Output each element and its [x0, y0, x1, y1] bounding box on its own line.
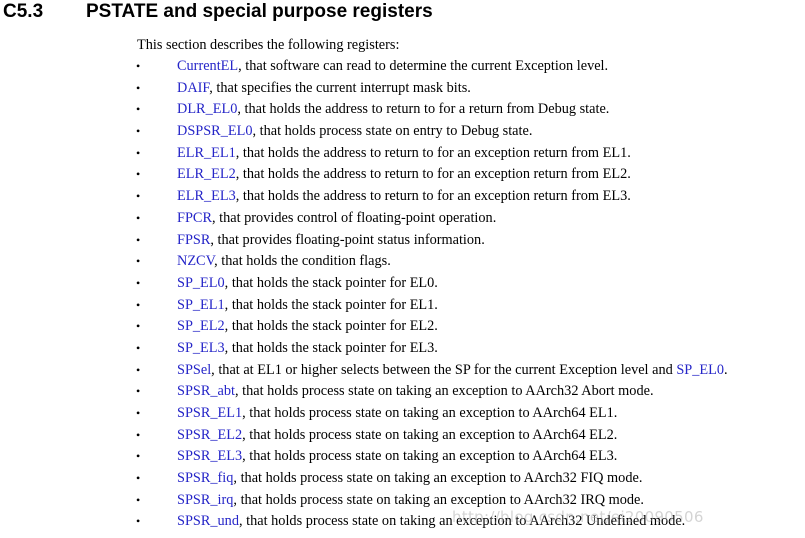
bullet-icon: •	[136, 362, 141, 377]
bullet-icon: •	[136, 340, 141, 355]
section-heading: C5.3 PSTATE and special purpose registers	[3, 0, 433, 26]
register-description: , that holds process state on entry to D…	[252, 123, 533, 140]
register-link[interactable]: DSPSR_EL0	[177, 123, 253, 140]
bullet-icon: •	[136, 189, 141, 204]
bullet-icon: •	[136, 275, 141, 290]
register-link[interactable]: SPSR_EL3	[177, 448, 243, 465]
bullet-icon: •	[136, 102, 141, 117]
register-link[interactable]: SP_EL0	[177, 274, 225, 291]
register-link[interactable]: SPSR_irq	[177, 491, 234, 508]
bullet-icon: •	[136, 319, 141, 334]
section-title: PSTATE and special purpose registers	[86, 1, 433, 22]
register-description: , that provides floating-point status in…	[210, 231, 485, 248]
bullet-icon: •	[136, 232, 141, 247]
register-description: , that holds process state on taking an …	[233, 491, 644, 508]
register-description: , that holds process state on taking an …	[238, 513, 686, 530]
register-link[interactable]: ELR_EL2	[177, 166, 236, 183]
register-link[interactable]: SPSR_und	[177, 513, 239, 530]
register-description: , that holds the stack pointer for EL0.	[224, 274, 438, 291]
bullet-icon: •	[136, 449, 141, 464]
register-description: , that software can read to determine th…	[238, 58, 609, 74]
bullet-icon: •	[136, 254, 141, 269]
register-description-tail: .	[724, 361, 728, 378]
register-link[interactable]: SP_EL2	[177, 318, 225, 335]
watermark-text: http://blog.csdn.net/ei20090506	[452, 508, 704, 526]
register-description: , that provides control of floating-poin…	[211, 209, 497, 226]
register-description: , that holds process state on taking an …	[233, 470, 643, 487]
register-link[interactable]: DLR_EL0	[177, 101, 238, 118]
bullet-icon: •	[136, 427, 141, 442]
register-description: , that holds process state on taking an …	[242, 426, 618, 443]
register-link[interactable]: ELR_EL3	[177, 188, 236, 205]
register-link[interactable]: SPSR_fiq	[177, 470, 234, 487]
register-link[interactable]: SPSR_abt	[177, 383, 236, 400]
register-description: , that at EL1 or higher selects between …	[211, 361, 677, 378]
register-link-secondary[interactable]: SP_EL0	[676, 361, 724, 378]
register-description: , that holds the stack pointer for EL2.	[224, 318, 438, 335]
bullet-icon: •	[136, 210, 141, 225]
section-number: C5.3	[3, 1, 44, 22]
register-link[interactable]: SPSR_EL1	[177, 405, 243, 421]
register-link[interactable]: DAIF	[177, 79, 210, 96]
register-link[interactable]: CurrentEL	[177, 58, 239, 74]
bullet-icon: •	[136, 145, 141, 160]
bullet-icon: •	[136, 406, 141, 420]
bullet-icon: •	[136, 384, 141, 399]
intro-paragraph: This section describes the following reg…	[137, 37, 400, 53]
register-link[interactable]: NZCV	[177, 253, 215, 270]
bullet-icon: •	[136, 124, 141, 139]
bullet-icon: •	[136, 80, 141, 95]
register-description: , that holds the stack pointer for EL3.	[224, 339, 438, 356]
register-description: , that holds process state on taking an …	[242, 448, 618, 465]
register-description: , that holds process state on taking an …	[235, 383, 654, 400]
register-link[interactable]: SPSel	[177, 361, 212, 378]
bullet-icon: •	[136, 471, 141, 486]
register-description: , that holds process state on taking an …	[242, 405, 618, 421]
bullet-icon: •	[136, 492, 141, 507]
register-link[interactable]: SP_EL1	[177, 296, 225, 313]
register-link[interactable]: SPSR_EL2	[177, 426, 243, 443]
register-description: , that holds the stack pointer for EL1.	[224, 296, 438, 313]
register-description: , that holds the address to return to fo…	[235, 188, 631, 205]
register-link[interactable]: FPCR	[177, 209, 212, 226]
register-description: , that holds the condition flags.	[214, 253, 391, 270]
register-description: , that holds the address to return to fo…	[237, 101, 610, 118]
bullet-icon: •	[136, 297, 141, 312]
register-link[interactable]: ELR_EL1	[177, 144, 236, 161]
register-description: , that holds the address to return to fo…	[235, 144, 631, 161]
register-link[interactable]: FPSR	[177, 231, 211, 248]
register-description: , that specifies the current interrupt m…	[209, 79, 471, 96]
bullet-icon: •	[136, 514, 141, 529]
bullet-icon: •	[136, 167, 141, 182]
register-link[interactable]: SP_EL3	[177, 339, 225, 356]
bullet-icon: •	[136, 59, 141, 73]
register-description: , that holds the address to return to fo…	[235, 166, 631, 183]
